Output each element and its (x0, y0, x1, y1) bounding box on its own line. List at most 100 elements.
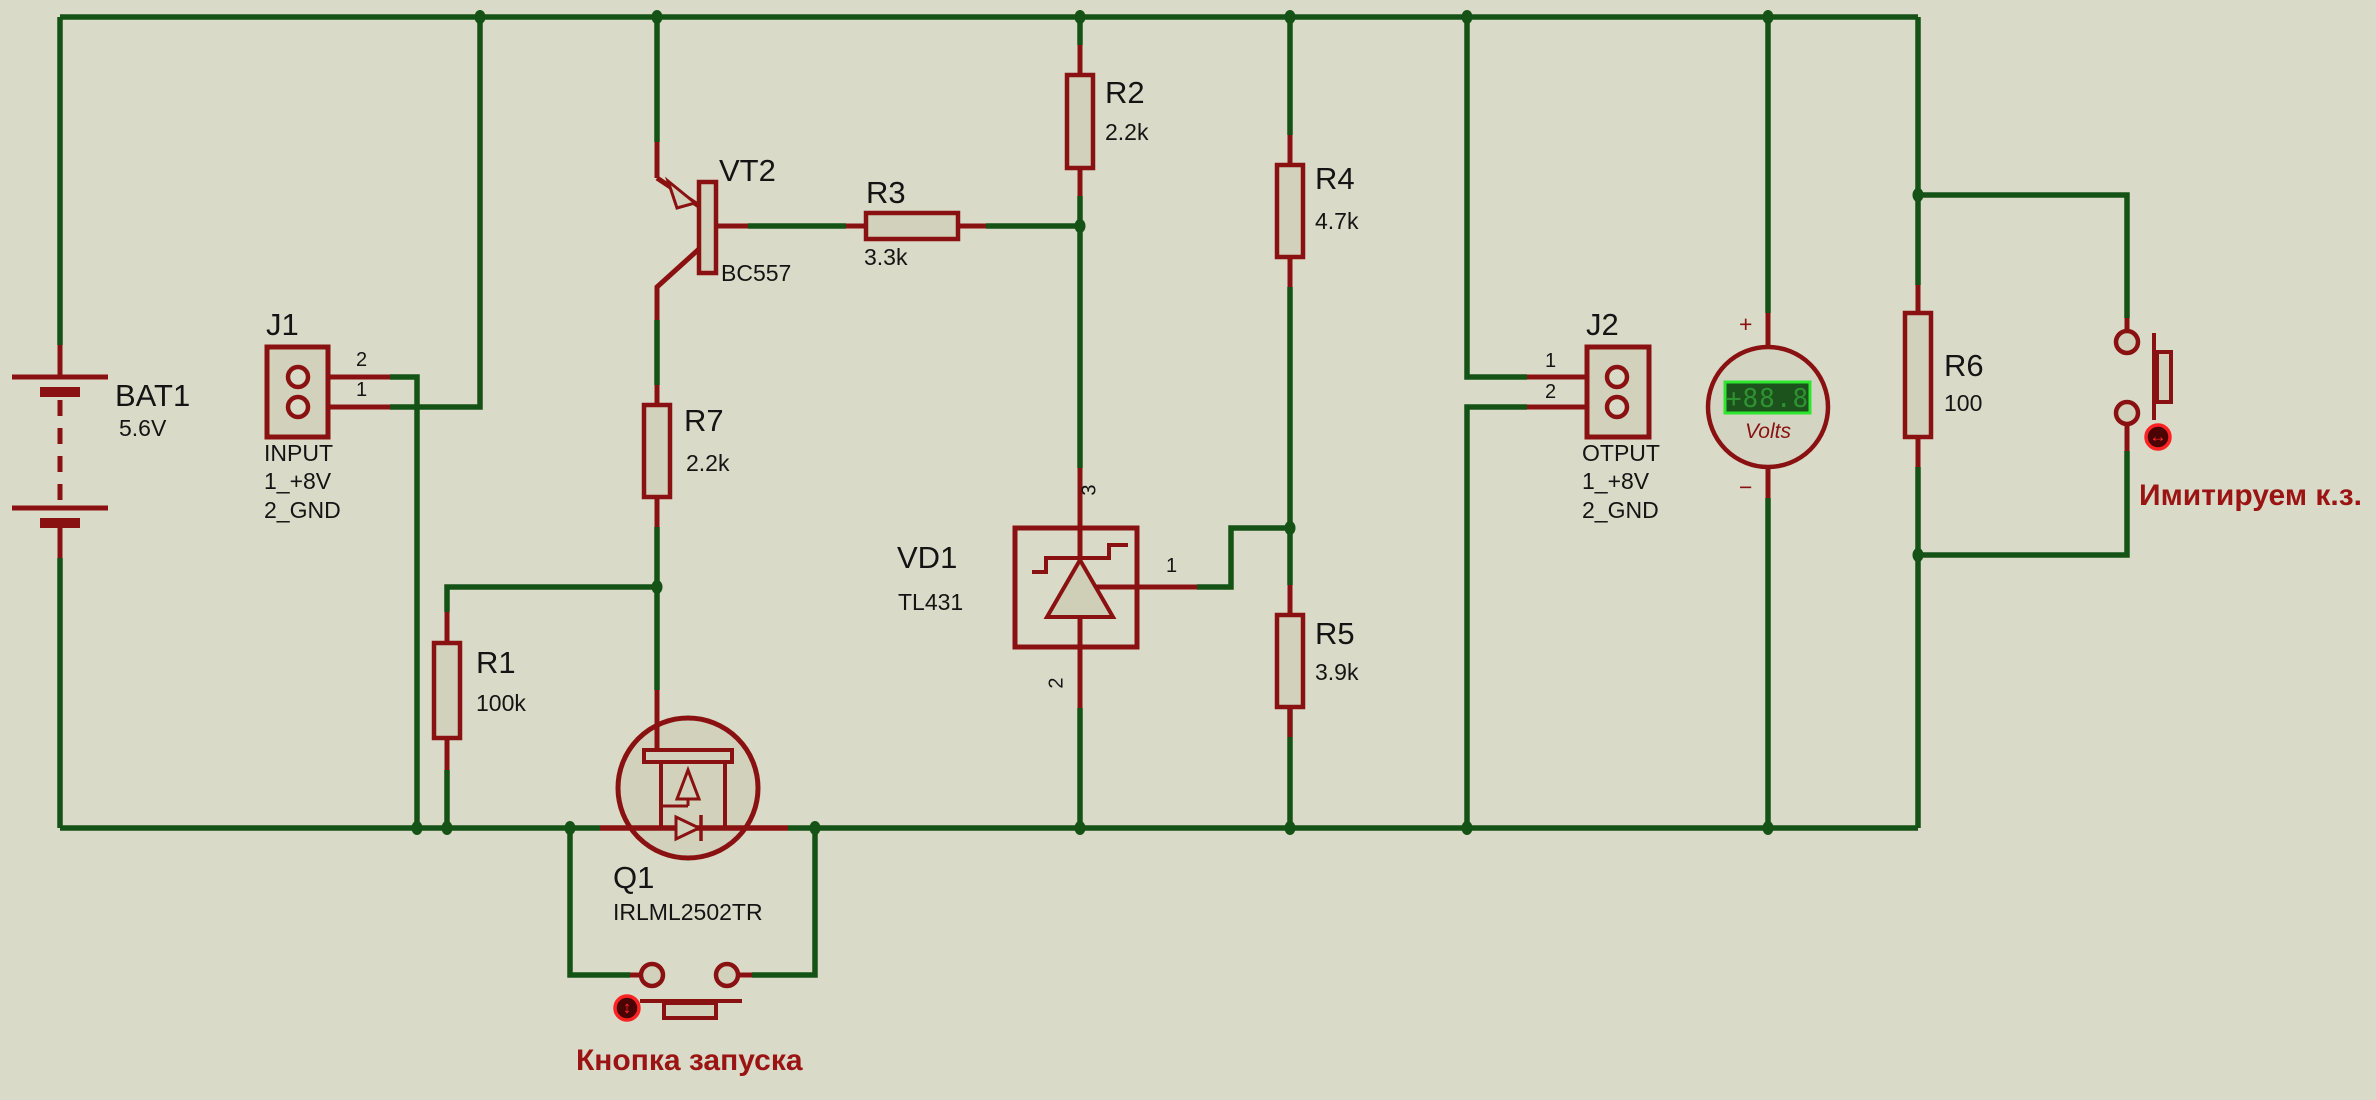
battery-bat1[interactable] (12, 345, 108, 558)
sc-button-contact-bottom (2113, 399, 2141, 427)
r6-body (1902, 310, 1934, 440)
resistor-r3[interactable] (846, 210, 986, 242)
start-button-contact-right (713, 961, 741, 989)
j2-pin1-circle (1604, 364, 1630, 390)
q1-diode-triangle (674, 814, 703, 842)
voltmeter-minus-label: − (1739, 474, 1753, 500)
j2-pin1-wire (1464, 17, 1527, 380)
j1-map2-label: 2_GND (264, 497, 341, 523)
r1-body (431, 640, 463, 741)
vt2-ref-label: VT2 (719, 153, 776, 188)
r2-value-label: 2.2k (1105, 119, 1149, 145)
vd1-pin3-number: 3 (1078, 484, 1101, 496)
start-button-toggle[interactable] (613, 994, 641, 1022)
j2-pin1-number: 1 (1545, 350, 1557, 372)
resistor-r2[interactable] (1064, 45, 1096, 196)
r2-body (1064, 72, 1096, 171)
r5-body (1274, 612, 1306, 710)
short-circuit-annotation: Имитируем к.з. (2139, 479, 2362, 512)
bat1-ref-label: BAT1 (115, 378, 191, 413)
q1-ref-label: Q1 (613, 860, 655, 895)
j2-pin2-wire (1464, 404, 1527, 828)
j1-pin2-wire (390, 374, 420, 828)
r4-ref-label: R4 (1315, 161, 1355, 196)
start-button-annotation: Кнопка запуска (576, 1044, 803, 1077)
connector-j1[interactable] (264, 344, 390, 440)
j2-map1-label: 1_+8V (1582, 468, 1650, 494)
r3-value-label: 3.3k (864, 244, 908, 270)
vt2-value-label: BC557 (721, 260, 792, 286)
sc-toggle-icon (2144, 423, 2172, 451)
r7-body (641, 402, 673, 500)
j1-name-label: INPUT (264, 440, 333, 466)
vd1-pin2-number: 2 (1045, 677, 1068, 689)
q1-gate-plate (642, 748, 734, 764)
j1-pin1-circle (285, 394, 311, 420)
connector-j2[interactable] (1527, 344, 1652, 440)
r3-body (863, 210, 961, 242)
junction-dots (411, 10, 1924, 835)
r7-ref-label: R7 (684, 403, 724, 438)
j1-body (264, 344, 331, 440)
start-toggle-arrow-icon[interactable]: ↕ (622, 998, 632, 1017)
j1-pin2-number: 2 (356, 349, 368, 371)
resistor-r4[interactable] (1274, 135, 1306, 287)
j1-pin2-circle (285, 364, 311, 390)
sc-button-actuator-plate (2155, 350, 2173, 404)
j1-ref-label: J1 (266, 307, 299, 342)
resistor-r6[interactable] (1902, 285, 1934, 467)
wire-nets (57, 14, 2130, 978)
start-button-actuator-plate (662, 1001, 718, 1020)
vd1-zener-bar (1032, 543, 1128, 574)
short-circuit-button[interactable] (2113, 318, 2173, 451)
r7-value-label: 2.2k (686, 450, 730, 476)
r4-value-label: 4.7k (1315, 208, 1359, 234)
j2-ref-label: J2 (1586, 307, 1619, 342)
bat1-value-label: 5.6V (119, 415, 167, 441)
r1-value-label: 100k (476, 690, 526, 716)
resistor-r1[interactable] (431, 612, 463, 770)
start-button[interactable] (630, 961, 752, 1020)
voltmeter[interactable] (1705, 313, 1831, 498)
vt2-emitter-arrow (664, 176, 699, 210)
j2-name-label: OTPUT (1582, 440, 1660, 466)
voltmeter-lcd (1723, 380, 1812, 415)
r2-ref-label: R2 (1105, 75, 1145, 110)
voltmeter-plus-label: + (1739, 311, 1753, 337)
j2-body (1584, 344, 1652, 440)
voltmeter-display: +88.8 (1725, 384, 1810, 414)
r3-ref-label: R3 (866, 175, 906, 210)
sc-button-contact-top (2113, 328, 2141, 356)
r1-ref-label: R1 (476, 645, 516, 680)
vt2-collector-diag (654, 247, 701, 320)
r5-value-label: 3.9k (1315, 659, 1359, 685)
j2-map2-label: 2_GND (1582, 497, 1659, 523)
q1-body-arrow (674, 765, 702, 801)
mosfet-q1[interactable] (600, 690, 788, 861)
r4-body (1274, 162, 1306, 260)
resistor-r5[interactable] (1274, 585, 1306, 737)
vd1-ref-label: VD1 (897, 540, 958, 575)
voltmeter-unit-label: Volts (1745, 420, 1791, 443)
short-circuit-toggle[interactable] (2144, 423, 2172, 451)
q1-value-label: IRLML2502TR (613, 899, 763, 925)
vd1-ref-wire (1197, 525, 1290, 590)
sc-toggle-arrow-icon[interactable]: ↔ (2149, 427, 2167, 446)
j1-map1-label: 1_+8V (264, 468, 332, 494)
vt2-body-bar (696, 179, 719, 276)
j2-pin2-circle (1604, 394, 1630, 420)
resistor-r7[interactable] (641, 385, 673, 527)
r5-ref-label: R5 (1315, 616, 1355, 651)
shunt-reference-vd1[interactable] (1012, 468, 1197, 708)
start-button-contact-left (638, 961, 666, 989)
sc-branch-wire (1918, 192, 2130, 558)
j1-pin1-wire (390, 17, 483, 410)
start-branch-wire (567, 828, 818, 978)
vd1-pin1-number: 1 (1166, 555, 1178, 577)
r6-ref-label: R6 (1944, 348, 1984, 383)
start-toggle-icon (613, 994, 641, 1022)
r6-value-label: 100 (1944, 390, 1983, 416)
transistor-vt2[interactable] (654, 142, 748, 320)
